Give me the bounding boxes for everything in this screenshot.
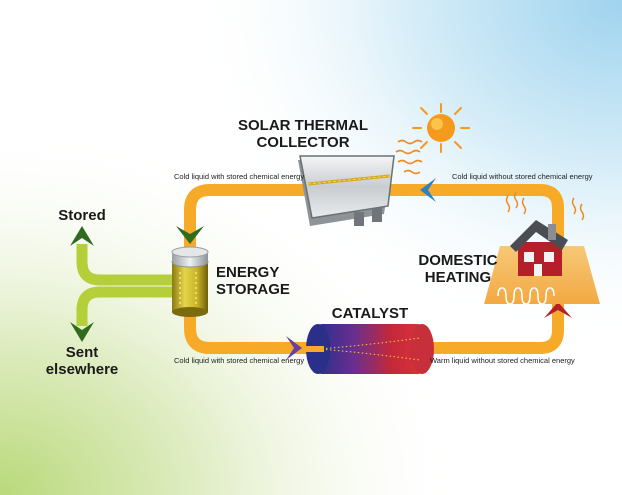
energy-storage-tank (171, 246, 209, 317)
sent-label-line2: elsewhere (45, 361, 119, 378)
sun-icon (412, 103, 470, 153)
arrow-up-into-heating (544, 302, 572, 318)
sun-heat-waves-icon (395, 139, 423, 175)
heating-label-line2: HEATING (424, 269, 492, 286)
arrow-left-into-collector (420, 178, 436, 202)
catalyst-label: CATALYST (331, 305, 409, 322)
branch-pipe-sent (76, 286, 172, 326)
branch-pipe-stored (76, 244, 172, 286)
collector-label-line2: COLLECTOR (256, 134, 350, 151)
flow-label-bottom-right: Warm liquid without stored chemical ener… (430, 356, 575, 365)
sent-elsewhere-label: Sent elsewhere (40, 344, 124, 378)
arrow-down-sent (70, 322, 94, 342)
arrow-right-into-catalyst (286, 336, 302, 360)
house-heat-waves-icon (505, 191, 585, 221)
flow-label-left-top: Cold liquid with stored chemical energy (174, 172, 305, 181)
house-icon (484, 220, 600, 305)
catalyst-tube (306, 324, 434, 374)
storage-label: ENERGY STORAGE (216, 264, 290, 298)
storage-label-line2: STORAGE (216, 281, 290, 298)
solar-thermal-collector (298, 155, 395, 226)
storage-label-line1: ENERGY (216, 264, 280, 281)
sent-label-line1: Sent (65, 344, 99, 361)
arrow-down-into-storage (176, 226, 204, 244)
stored-label: Stored (58, 207, 106, 224)
collector-label-line1: SOLAR THERMAL (238, 117, 368, 134)
flow-label-top-right: Cold liquid without stored chemical ener… (452, 172, 593, 181)
arrow-up-stored (70, 226, 94, 246)
heating-label-line1: DOMESTIC (418, 252, 498, 269)
flow-label-left-bottom: Cold liquid with stored chemical energy (174, 356, 305, 365)
heating-label: DOMESTIC HEATING (410, 252, 506, 286)
collector-label: SOLAR THERMAL COLLECTOR (228, 117, 378, 151)
